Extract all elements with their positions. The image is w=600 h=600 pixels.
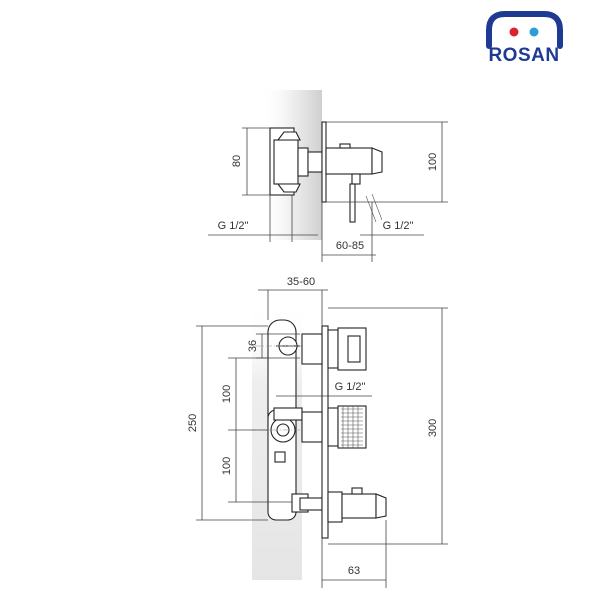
dim-100-top-label: 100 [427, 153, 439, 171]
thermostat-knob [337, 405, 367, 449]
logo-red-drop-icon [509, 27, 519, 37]
dim-80-label: 80 [231, 155, 243, 167]
dim-60-85-label: 60-85 [336, 240, 364, 252]
dim-thread-left-label: G 1/2" [218, 220, 249, 232]
upper-handle [301, 333, 323, 365]
dim-thread-front-label: G 1/2" [335, 381, 366, 393]
dim-100-lower-label: 100 [221, 457, 233, 475]
dim-36-label: 36 [247, 340, 259, 352]
logo-arch-icon [486, 11, 563, 49]
dim-thread-right-label: G 1/2" [383, 220, 414, 232]
front-shower-holder [341, 493, 377, 519]
dim-100-upper-label: 100 [221, 385, 233, 403]
top-view: 80 100 G 1/2" G 1/2" 60-85 [208, 90, 448, 262]
dim-300-label: 300 [427, 419, 439, 437]
dim-250-label: 250 [187, 414, 199, 432]
brand-logo: ROSAN [486, 11, 563, 66]
dim-35-60-label: 35-60 [287, 276, 315, 288]
logo-blue-drop-icon [529, 27, 539, 37]
dim-63-label: 63 [348, 565, 360, 577]
shower-holder [325, 147, 373, 175]
cover-plate [321, 121, 327, 203]
valve-body [273, 139, 299, 185]
front-view: 35-60 36 100 100 250 G 1/2" 300 63 [187, 276, 448, 588]
front-cover-plate [321, 325, 329, 539]
lever [349, 183, 356, 223]
logo-text: ROSAN [488, 45, 559, 66]
